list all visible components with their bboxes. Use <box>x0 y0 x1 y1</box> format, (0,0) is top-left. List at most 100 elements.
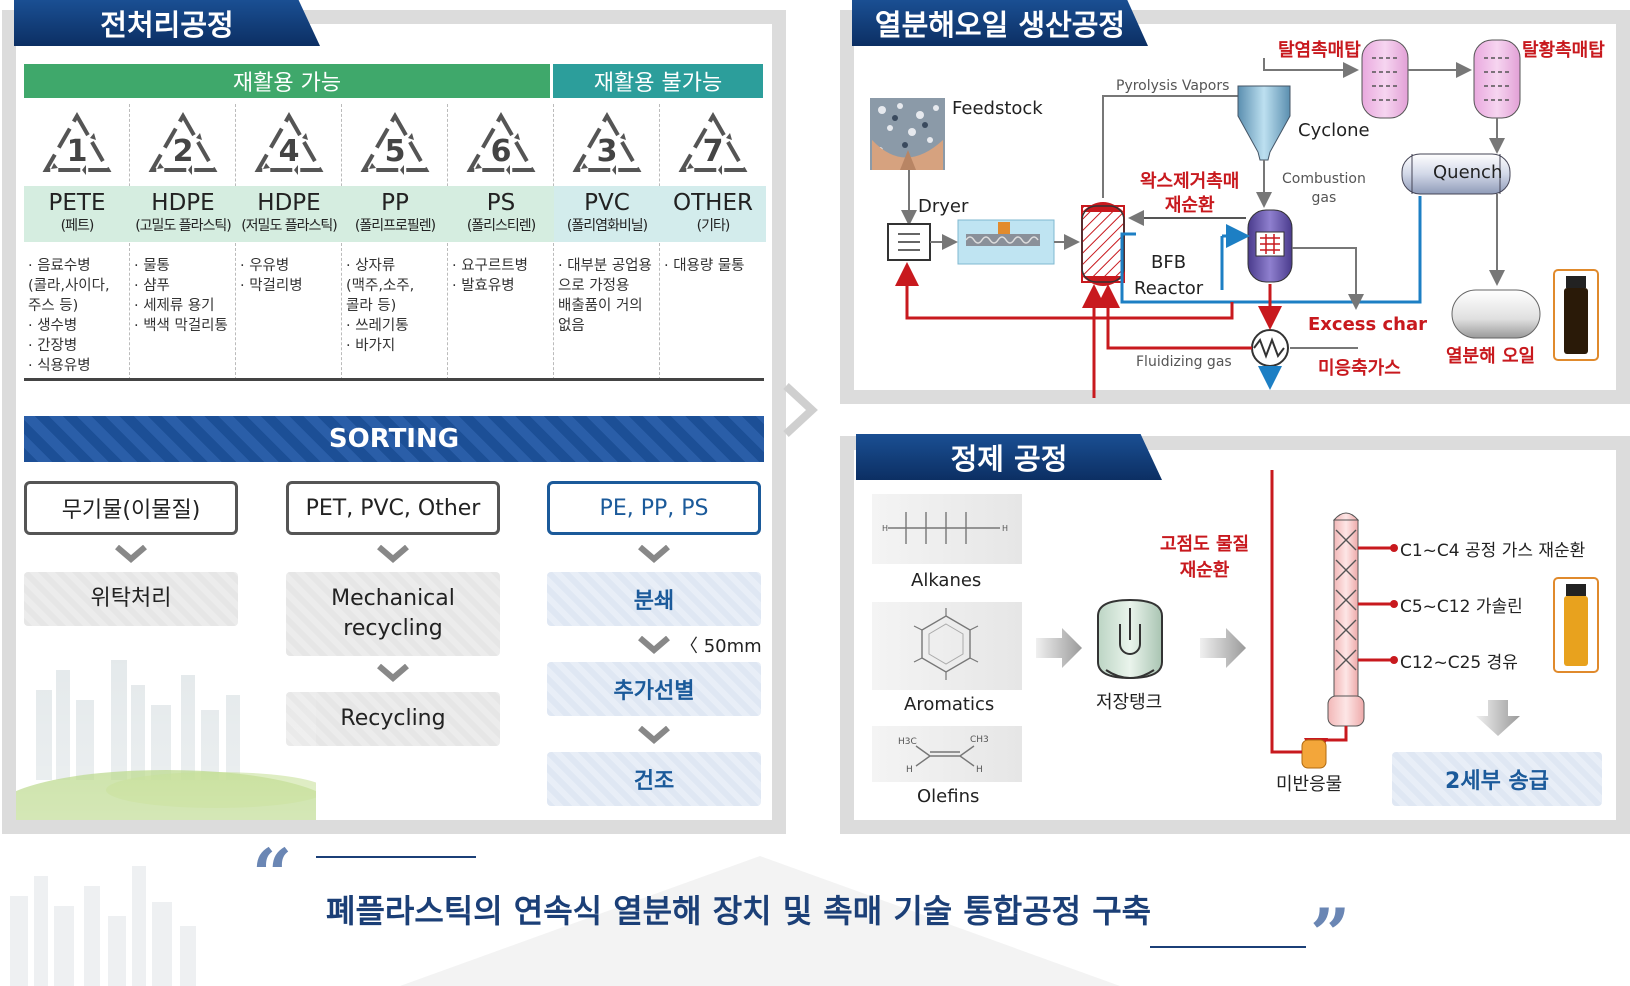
open-quote-icon: “ <box>252 833 293 916</box>
resin-code: 2 <box>172 134 194 169</box>
plastic-subname: (폴리염화비닐) <box>566 218 648 234</box>
cyclone-label: Cyclone <box>1298 120 1370 141</box>
stream-pet-step-1: Mechanical recycling <box>286 572 500 656</box>
plastic-name: HDPE <box>257 190 321 216</box>
refining-tab: 정제 공정 <box>856 434 1162 480</box>
recycle-triangle-icon <box>466 111 536 175</box>
plastic-uses: · 요구르트병 · 발효유병 <box>452 258 528 294</box>
stream-pe-step-2: 추가선별 <box>547 662 761 716</box>
combustion-gas-label: Combustion gas <box>1282 171 1366 206</box>
plastic-label: PETE (페트) <box>24 186 130 242</box>
c1-c4-label: C1~C4 공정 가스 재순환 <box>1400 541 1586 561</box>
stream-pe-head: PE, PP, PS <box>547 481 761 535</box>
aromatics-label: Aromatics <box>904 694 995 715</box>
svg-text:H: H <box>976 765 983 775</box>
recyclable-band: 재활용 가능 <box>24 64 550 98</box>
city-grass-illustration <box>16 650 316 820</box>
chevron-down-icon <box>377 664 409 682</box>
resin-code: 1 <box>66 134 88 169</box>
svg-text:H: H <box>906 765 913 775</box>
plastic-subname: (저밀도 플라스틱) <box>241 218 338 234</box>
plastic-name: PP <box>381 190 409 216</box>
plastic-name: PS <box>486 190 516 216</box>
svg-text:CH3: CH3 <box>970 735 989 745</box>
svg-text:H3C: H3C <box>898 737 917 747</box>
stream-inorganic-step-1: 위탁처리 <box>24 572 238 626</box>
plastic-subname: (페트) <box>60 218 95 234</box>
plastic-subname: (기타) <box>696 218 731 234</box>
pyrolysis-vapors-label: Pyrolysis Vapors <box>1116 78 1230 94</box>
wax-catalyst-label: 왁스제거촉매 재순환 <box>1140 171 1240 216</box>
quench-label: Quench <box>1433 162 1503 183</box>
plastic-label: PS (폴리스티렌) <box>448 186 554 242</box>
plastic-label: OTHER (기타) <box>660 186 766 242</box>
chevron-down-icon <box>638 636 670 654</box>
fluidizing-gas-label: Fluidizing gas <box>1136 354 1232 370</box>
supply-box: 2세부 송급 <box>1392 752 1602 806</box>
plastic-table-bottom-rule <box>24 378 764 381</box>
chevron-down-icon <box>638 726 670 744</box>
slogan-text: 폐플라스틱의 연속식 열분해 장치 및 촉매 기술 통합공정 구축 <box>326 892 1152 930</box>
plastic-label: HDPE (저밀도 플라스틱) <box>236 186 342 242</box>
plastic-name: HDPE <box>151 190 215 216</box>
pyrolysis-tab: 열분해오일 생산공정 <box>852 0 1148 46</box>
c12-c25-label: C12~C25 경유 <box>1400 653 1518 673</box>
stream-pe-step-3: 건조 <box>547 752 761 806</box>
resin-code: 4 <box>278 134 300 169</box>
chevron-down-icon <box>638 545 670 563</box>
plastic-uses: · 대용량 물통 <box>664 258 745 274</box>
chevron-down-icon <box>377 545 409 563</box>
sorting-bar: SORTING <box>24 416 764 462</box>
unreacted-label: 미반응물 <box>1276 774 1343 795</box>
pyrolysis-oil-label: 열분해 오일 <box>1446 346 1536 367</box>
uncondensed-gas-label: 미응축가스 <box>1318 358 1401 379</box>
recycle-triangle-icon <box>148 111 218 175</box>
stream-inorganic-head: 무기물(이물질) <box>24 481 238 535</box>
stream-pet-step-2: Recycling <box>286 692 500 746</box>
plastic-label: PP (폴리프로필렌) <box>342 186 448 242</box>
panel-connector-arrow <box>783 383 818 437</box>
recycle-triangle-icon <box>42 111 112 175</box>
plastic-uses: · 음료수병 (콜라,사이다, 주스 등) · 생수병 · 간장병 · 식용유병 <box>28 258 110 374</box>
plastic-name: PETE <box>48 190 106 216</box>
plastic-uses: · 우유병 · 막걸리병 <box>240 258 303 294</box>
high-viscosity-label: 고점도 물질 재순환 <box>1160 534 1250 581</box>
dechlorination-tower-label: 탈염촉매탑 <box>1278 40 1361 61</box>
chevron-down-icon <box>115 545 147 563</box>
svg-text:H: H <box>1002 524 1008 533</box>
resin-code: 6 <box>490 134 512 169</box>
pyrolysis-flow-diagram <box>870 39 1599 398</box>
size-note: 〈 50mm <box>680 636 762 657</box>
recycle-triangle-icon <box>678 111 748 175</box>
resin-code: 3 <box>596 134 618 169</box>
plastic-subname: (폴리스티렌) <box>466 218 536 234</box>
alkanes-label: Alkanes <box>911 570 982 591</box>
plastic-uses: · 물통 · 샴푸 · 세제류 용기 · 백색 막걸리통 <box>134 258 228 334</box>
pretreatment-tab: 전처리공정 <box>14 0 320 46</box>
close-quote-icon: ” <box>1310 893 1351 976</box>
plastic-subname: (고밀도 플라스틱) <box>135 218 232 234</box>
recycle-triangle-icon <box>360 111 430 175</box>
bottom-city-backdrop <box>10 856 1120 986</box>
recycle-triangle-icon <box>254 111 324 175</box>
desulfurization-tower-label: 탈황촉매탑 <box>1522 40 1605 61</box>
stream-pet-head: PET, PVC, Other <box>286 481 500 535</box>
plastic-label: PVC (폴리염화비닐) <box>554 186 660 242</box>
plastic-uses: · 상자류 (맥주,소주, 콜라 등) · 쓰레기통 · 바가지 <box>346 258 415 354</box>
dryer-label: Dryer <box>918 196 969 217</box>
resin-code: 7 <box>702 134 724 169</box>
feedstock-label: Feedstock <box>952 98 1043 119</box>
olefins-label: Olefins <box>917 786 980 807</box>
plastic-name: OTHER <box>673 190 753 216</box>
plastic-name: PVC <box>584 190 630 216</box>
excess-char-label: Excess char <box>1308 314 1427 335</box>
plastic-uses: · 대부분 공업용 으로 가정용 배출품이 거의 없음 <box>558 258 652 334</box>
plastic-subname: (폴리프로필렌) <box>354 218 436 234</box>
resin-code: 5 <box>384 134 406 169</box>
